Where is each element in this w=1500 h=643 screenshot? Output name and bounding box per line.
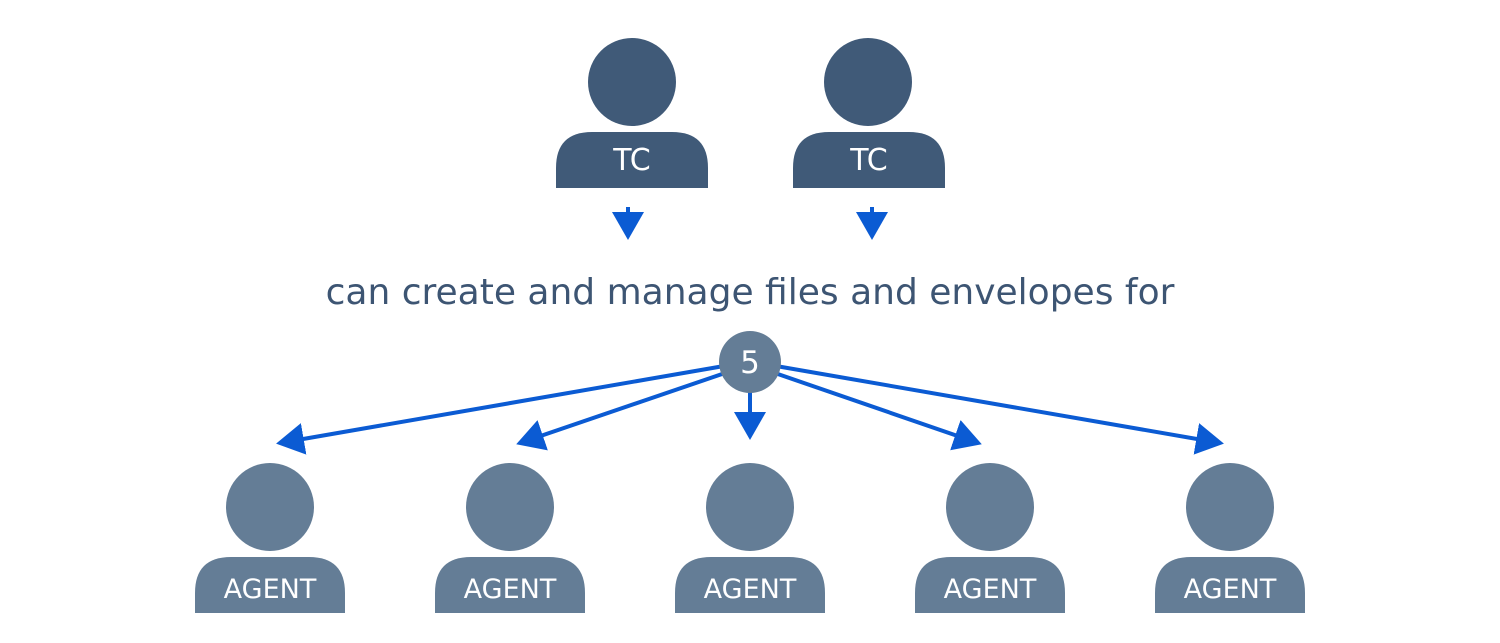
agent-label: AGENT <box>704 574 797 605</box>
person-body <box>556 132 708 188</box>
agent-person-5: AGENT <box>1155 463 1305 613</box>
person-icon <box>466 463 554 551</box>
person-body <box>1155 557 1305 613</box>
agent-label: AGENT <box>1184 574 1277 605</box>
count-badge-value: 5 <box>740 345 760 381</box>
person-icon <box>1186 463 1274 551</box>
agent-person-2: AGENT <box>435 463 585 613</box>
count-badge: 5 <box>719 331 781 393</box>
person-icon <box>588 38 676 126</box>
fan-out-arrows <box>276 364 1224 455</box>
agent-label: AGENT <box>944 574 1037 605</box>
tc-person-1: TC <box>556 38 708 188</box>
person-body <box>195 557 345 613</box>
tc-label: TC <box>849 143 888 178</box>
count-badge-circle <box>719 331 781 393</box>
person-body <box>675 557 825 613</box>
arrow-to-agent-1 <box>276 364 725 455</box>
agent-person-3: AGENT <box>675 463 825 613</box>
person-icon <box>226 463 314 551</box>
arrow-to-agent-2 <box>516 370 729 451</box>
agent-label: AGENT <box>224 574 317 605</box>
agent-person-1: AGENT <box>195 463 345 613</box>
tc-person-2: TC <box>793 38 945 188</box>
person-body <box>435 557 585 613</box>
agent-person-4: AGENT <box>915 463 1065 613</box>
person-body <box>915 557 1065 613</box>
person-body <box>793 132 945 188</box>
arrow-to-agent-5 <box>775 364 1224 455</box>
tc-label: TC <box>612 143 651 178</box>
arrow-to-agent-4 <box>771 370 982 451</box>
agent-label: AGENT <box>464 574 557 605</box>
person-icon <box>706 463 794 551</box>
caption-text: can create and manage files and envelope… <box>326 272 1175 313</box>
person-icon <box>824 38 912 126</box>
person-icon <box>946 463 1034 551</box>
